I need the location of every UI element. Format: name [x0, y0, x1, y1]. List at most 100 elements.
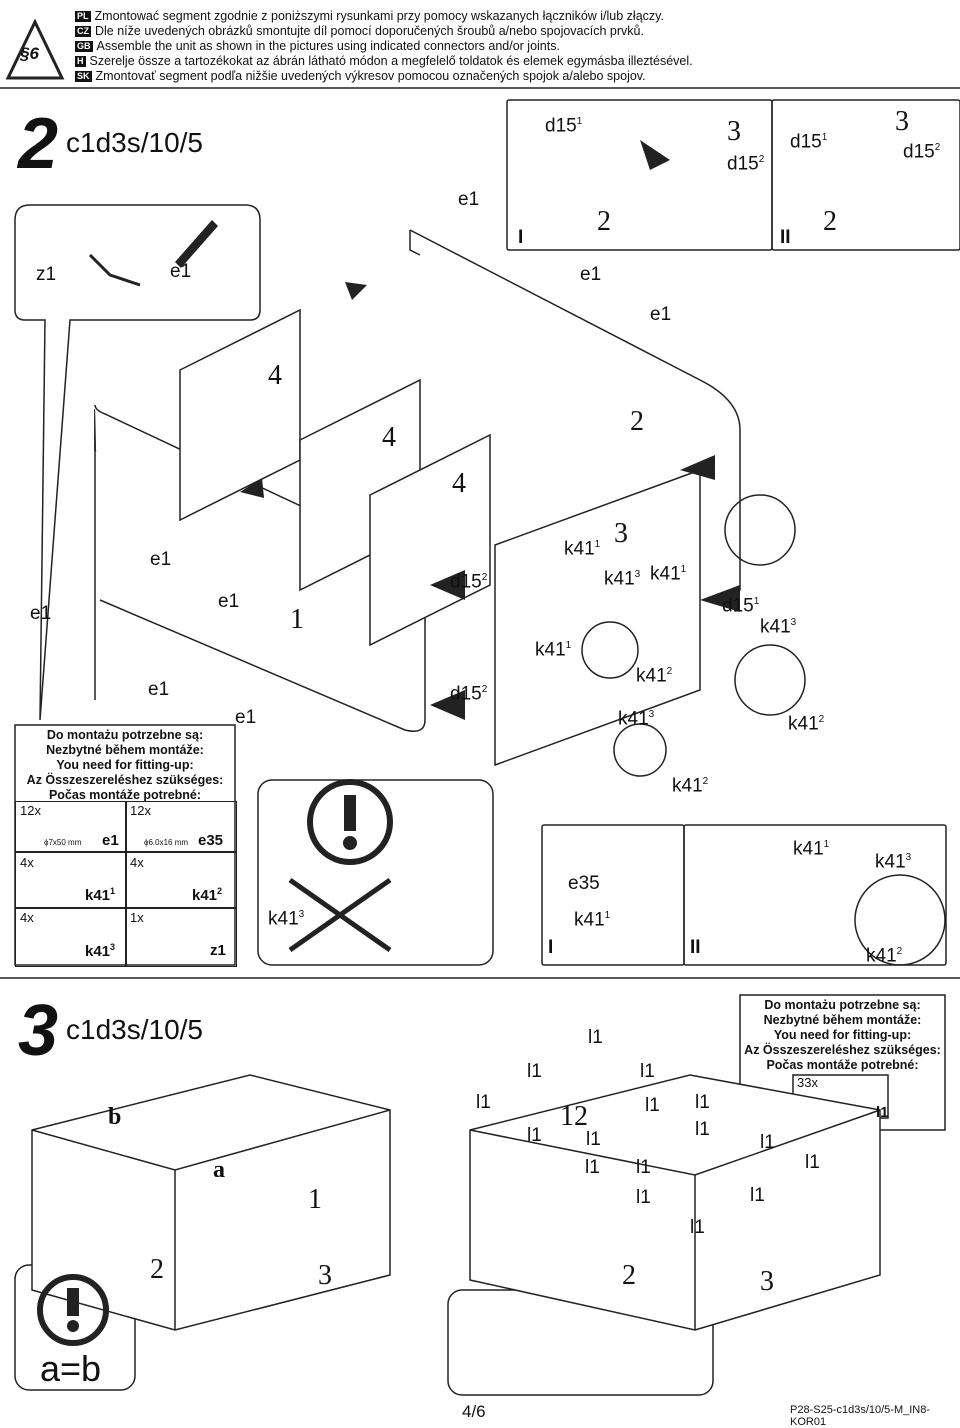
requirements-header: Do montażu potrzebne są: Nezbytné během …	[740, 998, 945, 1073]
panel-number: 4	[452, 468, 466, 499]
part-name: e1	[102, 832, 119, 849]
label-l1: l1	[476, 1092, 491, 1113]
part-name: e35	[198, 832, 224, 849]
label-e1: e1	[650, 304, 672, 325]
label-l1: l1	[636, 1187, 651, 1208]
panel-number: 3	[727, 116, 741, 147]
label-d15-2: d152	[903, 141, 941, 163]
panel-number: 2	[630, 406, 644, 437]
instruction-text: Dle níže uvedených obrázků smontujte díl…	[95, 24, 644, 38]
requirements-header: Do montażu potrzebne są: Nezbytné během …	[15, 728, 235, 803]
label-l1: l1	[640, 1061, 655, 1082]
label-d15-2: d152	[450, 683, 488, 705]
label-a: a	[213, 1157, 225, 1183]
part-name: k411	[85, 886, 116, 904]
label-l1: l1	[527, 1125, 542, 1146]
flag-sk: SK	[75, 71, 92, 82]
label-k41-1: k411	[574, 909, 611, 931]
req-line: Nezbytné během montáže:	[763, 1013, 922, 1027]
req-line: Az Összeszereléshez szükséges:	[26, 773, 224, 787]
document-code: P28-S25-c1d3s/10/5-M_IN8-KOR01	[790, 1404, 931, 1428]
part-cell	[15, 801, 127, 853]
label-k41-3: k413	[875, 851, 912, 873]
panel-number: 3	[895, 106, 909, 137]
label-e1: e1	[458, 189, 480, 210]
label-k41-2: k412	[636, 665, 673, 687]
req-line: Nezbytné během montáže:	[46, 743, 204, 757]
panel-number: 2	[597, 206, 611, 237]
label-l1: l1	[695, 1119, 710, 1140]
panel-number: 1	[290, 604, 304, 635]
panel-number: 3	[318, 1260, 332, 1291]
label-l1: l1	[586, 1129, 601, 1150]
label-k41-3: k413	[604, 568, 641, 590]
section-badge: §6	[20, 44, 39, 63]
part-name: k412	[192, 886, 223, 904]
part-spec: ϕ7x50 mm	[44, 838, 82, 847]
label-l1: l1	[750, 1185, 765, 1206]
label-d15-2: d152	[450, 571, 488, 593]
part-cell	[125, 907, 237, 967]
label-k41-1: k411	[793, 838, 830, 860]
instruction-cz: CZ Dle níže uvedených obrázků smontujte d…	[75, 24, 644, 38]
label-k41-2: k412	[866, 945, 903, 967]
label-l1: l1	[645, 1095, 660, 1116]
req-line: You need for fitting-up:	[773, 1028, 912, 1042]
part-cell	[15, 851, 127, 909]
label-l1: l1	[585, 1157, 600, 1178]
label-d15-1: d151	[790, 131, 828, 153]
label-k41-2: k412	[672, 775, 709, 797]
label-l1: l1	[695, 1092, 710, 1113]
label-d15-1: d151	[545, 115, 583, 137]
label-e1: e1	[170, 261, 192, 282]
panel-number: 2	[823, 206, 837, 237]
roman-ii: II	[780, 227, 791, 248]
label-l1: l1	[690, 1217, 705, 1238]
flag-h: H	[75, 56, 86, 67]
label-e1: e1	[30, 603, 52, 624]
step-code: c1d3s/10/5	[66, 127, 203, 158]
part-count: 4x	[20, 910, 34, 925]
part-count: 12x	[20, 803, 41, 818]
step-code: c1d3s/10/5	[66, 1014, 203, 1045]
label-k41-3: k413	[618, 708, 655, 730]
label-l1: l1	[588, 1027, 603, 1048]
label-d15-1: d151	[722, 595, 760, 617]
part-name: z1	[210, 942, 226, 959]
warning-triangle-icon	[5, 18, 65, 80]
part-name: k413	[85, 942, 116, 960]
page-number: 4/6	[462, 1402, 486, 1421]
part-cell	[125, 801, 237, 853]
panel-number: 2	[150, 1254, 164, 1285]
label-b: b	[108, 1104, 122, 1130]
req-line: Az Összeszereléshez szükséges:	[744, 1043, 941, 1057]
label-e1: e1	[148, 679, 170, 700]
label-e1: e1	[150, 549, 172, 570]
roman-ii: II	[690, 937, 701, 958]
req-line: You need for fitting-up:	[56, 758, 194, 772]
flag-cz: CZ	[75, 26, 91, 37]
roman-i: I	[518, 227, 524, 248]
label-l1: l1	[805, 1152, 820, 1173]
label-k41-2: k412	[788, 713, 825, 735]
panel-number: 3	[614, 518, 628, 549]
req-line: Do montażu potrzebne są:	[764, 998, 921, 1012]
part-name: l1	[876, 1104, 889, 1121]
panel-number: 4	[382, 422, 396, 453]
panel-number: 1	[308, 1184, 322, 1215]
part-count: 4x	[20, 855, 34, 870]
req-line: Do montażu potrzebne są:	[46, 728, 204, 742]
part-count: 33x	[797, 1075, 818, 1090]
label-d15-2: d152	[727, 153, 765, 175]
step-number: 3	[18, 991, 59, 1071]
flag-gb: GB	[75, 41, 93, 52]
label-k41-1: k411	[650, 563, 687, 585]
label-z1: z1	[36, 264, 57, 285]
req-line: Počas montáže potrebné:	[48, 788, 202, 802]
part-spec: ϕ6.0x16 mm	[144, 838, 189, 847]
label-e35: e35	[568, 873, 600, 894]
